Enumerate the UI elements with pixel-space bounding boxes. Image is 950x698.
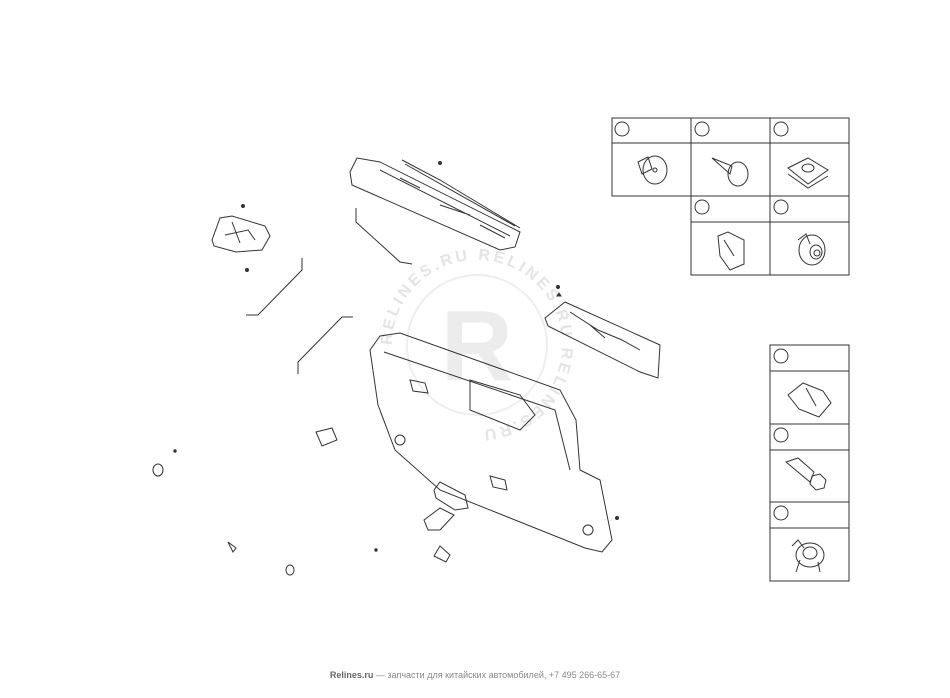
footer: Relines.ru — запчасти для китайских авто… xyxy=(0,670,950,680)
callout-circles xyxy=(614,121,789,521)
tailgate-trim-panel[interactable] xyxy=(369,332,613,553)
clip-part[interactable] xyxy=(227,541,237,553)
clip-nut-icon xyxy=(787,157,829,189)
handle-bracket[interactable] xyxy=(433,481,469,511)
push-clip-icon xyxy=(637,155,668,185)
footer-brand-link[interactable]: Relines.ru xyxy=(329,670,374,680)
right-trim-piece[interactable] xyxy=(544,301,661,379)
push-rivet-icon xyxy=(791,539,825,573)
footer-text: — запчасти для китайских автомобилей, +7… xyxy=(373,670,621,680)
left-bracket[interactable] xyxy=(211,215,271,253)
fastener-legend-top xyxy=(611,117,850,276)
retainer-clip-icon xyxy=(787,382,832,418)
watermark: RELINES.RU RELINES.RU RELINES.RU R xyxy=(379,247,572,443)
grommet-icon xyxy=(797,233,826,266)
left-handle-cover[interactable] xyxy=(315,427,338,447)
leader-line xyxy=(355,208,413,265)
leader-line xyxy=(246,258,303,316)
handle-cover[interactable] xyxy=(423,507,455,531)
grommet-part[interactable] xyxy=(285,564,295,576)
spring-clip-icon xyxy=(717,231,745,271)
upper-trim-panel[interactable] xyxy=(349,157,521,251)
screw-icon xyxy=(711,157,749,187)
fastener-legend-right xyxy=(769,344,850,582)
grommet-part[interactable] xyxy=(152,463,164,477)
clip-part[interactable] xyxy=(433,545,451,563)
leader-line xyxy=(297,316,353,374)
bolt-icon xyxy=(784,457,827,491)
